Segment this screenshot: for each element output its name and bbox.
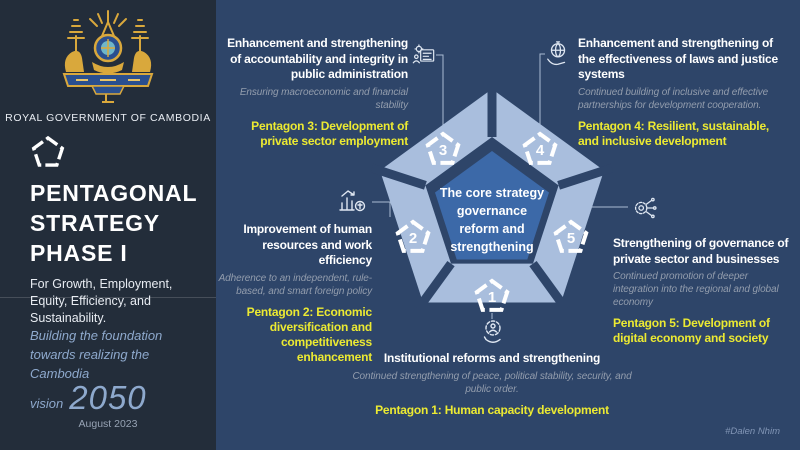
pentagon-5-title: Strengthening of governance of private s… — [613, 236, 789, 266]
vision-year: 2050 — [69, 379, 147, 416]
author-credit: #Dalen Nhim — [725, 426, 780, 437]
core-line-4: strengthening — [450, 240, 534, 254]
vision-line-1: Building the foundation — [30, 328, 163, 343]
economic-growth-chart-icon — [339, 190, 366, 212]
vision-prefix: vision — [30, 396, 64, 411]
pentagon-2-label: Pentagon 2: Economic diversification and… — [246, 304, 373, 364]
pentagon-3-label: Pentagon 3: Development of private secto… — [251, 118, 408, 148]
pentagon-1-title: Institutional reforms and strengthening — [383, 351, 601, 365]
badge-3-number: 3 — [439, 142, 447, 159]
pentagon-2-block: Improvement of human resources and work … — [214, 222, 373, 365]
public-administration-icon — [412, 44, 435, 64]
pentagon-3-block: Enhancement and strengthening of account… — [226, 36, 408, 149]
core-strategy-text: The core strategy governance reform and … — [412, 184, 572, 256]
vision-line-2: towards realizing the Cambodia — [30, 347, 150, 381]
strategy-tagline: For Growth, Employment, Equity, Efficien… — [30, 277, 173, 325]
badge-2-number: 2 — [409, 230, 417, 247]
pentagon-3-subtitle: Ensuring macroeconomic and financial sta… — [239, 86, 408, 111]
ring-segment-gaps — [370, 81, 614, 312]
vision-statement: Building the foundation towards realizin… — [30, 326, 210, 416]
core-pentagon — [435, 151, 549, 260]
title-line-2: STRATEGY — [30, 210, 160, 236]
pentagon-5-subtitle: Continued promotion of deeper integratio… — [613, 271, 779, 308]
pentagon-1-label: Pentagon 1: Human capacity development — [375, 402, 609, 417]
badge-2: 2 — [395, 219, 431, 253]
globe-hand-icon — [547, 41, 566, 66]
pentagon-4-subtitle: Continued building of inclusive and effe… — [578, 86, 769, 111]
badge-4-number: 4 — [536, 142, 545, 159]
pentagon-1-subtitle: Continued strengthening of peace, politi… — [352, 370, 632, 395]
sidebar-divider — [0, 297, 216, 298]
pentagon-1-block: Institutional reforms and strengthening … — [352, 351, 632, 418]
segment-badges: 1 2 3 4 5 — [395, 131, 589, 312]
pentagon-4-label: Pentagon 4: Resilient, sustainable, and … — [578, 118, 770, 148]
digital-network-icon — [634, 197, 657, 219]
badge-5-number: 5 — [567, 230, 575, 247]
core-line-2: governance — [456, 204, 528, 218]
badge-1-number: 1 — [488, 289, 496, 306]
pentagon-2-subtitle: Adherence to an independent, rule-based,… — [218, 272, 372, 297]
core-line-3: reform and — [459, 222, 525, 236]
pentagon-4-block: Enhancement and strengthening of the eff… — [578, 36, 783, 149]
connector-line-4 — [539, 53, 545, 136]
title-line-3: PHASE I — [30, 240, 128, 266]
royal-arms-of-cambodia-icon — [62, 10, 154, 103]
connector-line-2 — [372, 201, 391, 217]
page-title: PENTAGONAL STRATEGY PHASE I — [30, 178, 197, 268]
sidebar: ROYAL GOVERNMENT OF CAMBODIA PENTAGONAL … — [0, 0, 216, 450]
title-line-1: PENTAGONAL — [30, 180, 198, 206]
badge-3: 3 — [425, 131, 461, 165]
badge-4: 4 — [522, 131, 558, 165]
pentagon-5-block: Strengthening of governance of private s… — [613, 236, 793, 346]
publication-date: August 2023 — [78, 418, 138, 430]
human-capacity-icon — [483, 320, 501, 343]
pentagon-5-label: Pentagon 5: Development of digital econo… — [613, 316, 770, 345]
pentagon-4-title: Enhancement and strengthening of the eff… — [578, 36, 779, 81]
pentagon-2-title: Improvement of human resources and work … — [243, 222, 372, 267]
connector-line-3 — [436, 54, 444, 136]
badge-5: 5 — [553, 219, 589, 253]
pentagon-3-title: Enhancement and strengthening of account… — [227, 36, 408, 81]
core-line-1: The core strategy — [439, 186, 545, 200]
badge-1: 1 — [474, 278, 510, 312]
org-name: ROYAL GOVERNMENT OF CAMBODIA — [5, 112, 211, 124]
pentagon-logo-icon — [31, 135, 65, 167]
